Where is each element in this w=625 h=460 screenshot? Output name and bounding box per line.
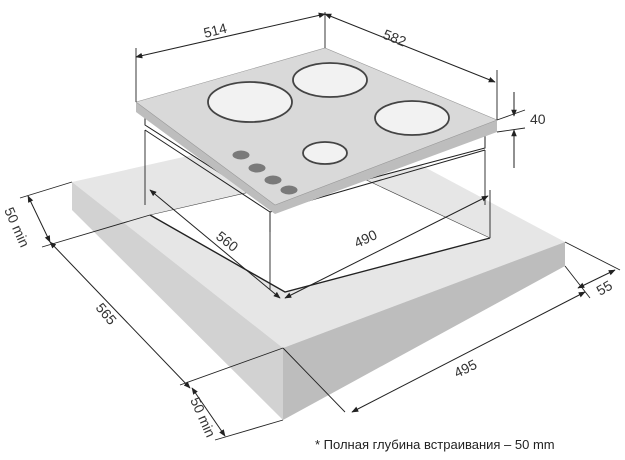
dim-side-clearance: 55	[594, 277, 616, 299]
control-knob-3	[264, 175, 282, 185]
dim-worktop-width: 495	[451, 356, 479, 381]
dimension-lines	[19, 12, 621, 441]
dim-hob-width: 514	[202, 20, 229, 41]
dim-worktop-depth: 565	[93, 300, 120, 328]
burner-small	[302, 141, 348, 165]
control-knob-1	[232, 150, 250, 160]
control-knob-4	[280, 185, 298, 195]
control-knob-2	[248, 163, 266, 173]
dim-front-clearance: 50 min	[187, 395, 219, 440]
dim-hob-height: 40	[530, 111, 546, 127]
hob-glass	[135, 47, 498, 214]
burner-rear-left	[207, 81, 293, 123]
burner-rear-right	[292, 62, 368, 98]
burner-front-right	[374, 100, 450, 136]
footnote: * Полная глубина встраивания – 50 mm	[315, 437, 555, 452]
dim-back-clearance: 50 min	[1, 205, 33, 250]
